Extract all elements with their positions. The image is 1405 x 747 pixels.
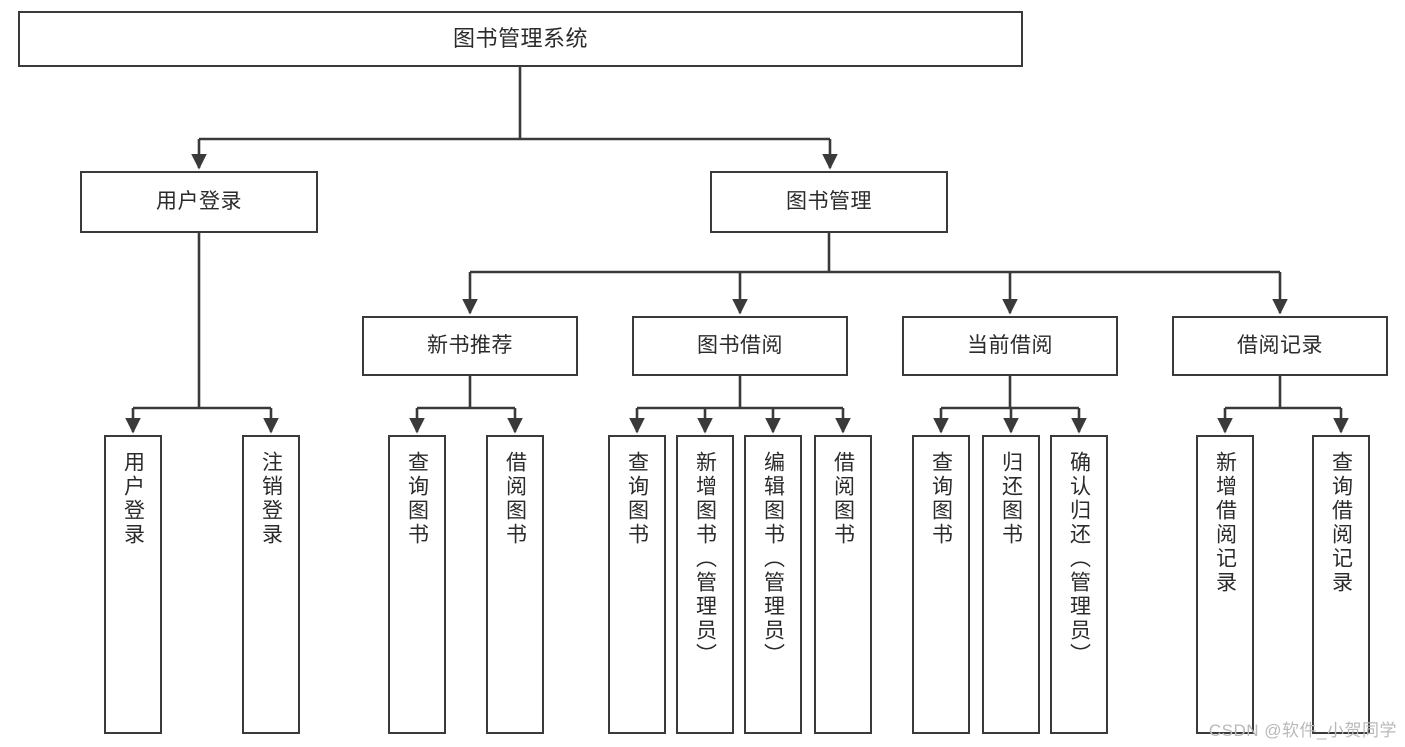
node-leaf-query-record-label: 查询借阅记录: [1329, 451, 1353, 595]
node-leaf-add-book-label: 新增图书（管理员）: [693, 451, 717, 667]
node-leaf-confirm-return[interactable]: 确认归还（管理员）: [1050, 435, 1108, 734]
node-new-book-recommend[interactable]: 新书推荐: [362, 316, 578, 376]
node-user-login[interactable]: 用户登录: [80, 171, 318, 233]
node-leaf-edit-book[interactable]: 编辑图书（管理员）: [744, 435, 802, 734]
node-leaf-add-record-label: 新增借阅记录: [1213, 451, 1237, 595]
node-leaf-user-logout-label: 注销登录: [259, 451, 283, 547]
node-book-borrow[interactable]: 图书借阅: [632, 316, 848, 376]
node-leaf-borrow-book-1[interactable]: 借阅图书: [486, 435, 544, 734]
node-leaf-user-logout[interactable]: 注销登录: [242, 435, 300, 734]
node-borrow-record-label: 借阅记录: [1237, 334, 1323, 358]
node-leaf-query-book-1-label: 查询图书: [405, 451, 429, 547]
node-leaf-query-book-3-label: 查询图书: [929, 451, 953, 547]
node-leaf-user-login-label: 用户登录: [121, 451, 145, 547]
node-leaf-return-book[interactable]: 归还图书: [982, 435, 1040, 734]
node-leaf-borrow-book-1-label: 借阅图书: [503, 451, 527, 547]
node-book-management[interactable]: 图书管理: [710, 171, 948, 233]
csdn-watermark: CSDN @软件_小贺同学: [1208, 721, 1397, 740]
node-leaf-user-login[interactable]: 用户登录: [104, 435, 162, 734]
node-book-management-label: 图书管理: [786, 190, 872, 214]
node-borrow-record[interactable]: 借阅记录: [1172, 316, 1388, 376]
node-leaf-query-book-2[interactable]: 查询图书: [608, 435, 666, 734]
node-root[interactable]: 图书管理系统: [18, 11, 1023, 67]
node-leaf-borrow-book-2-label: 借阅图书: [831, 451, 855, 547]
node-leaf-add-book[interactable]: 新增图书（管理员）: [676, 435, 734, 734]
node-leaf-query-record[interactable]: 查询借阅记录: [1312, 435, 1370, 734]
node-leaf-query-book-1[interactable]: 查询图书: [388, 435, 446, 734]
node-leaf-return-book-label: 归还图书: [999, 451, 1023, 547]
node-new-book-recommend-label: 新书推荐: [427, 334, 513, 358]
node-leaf-query-book-3[interactable]: 查询图书: [912, 435, 970, 734]
node-leaf-confirm-return-label: 确认归还（管理员）: [1067, 451, 1091, 667]
node-leaf-add-record[interactable]: 新增借阅记录: [1196, 435, 1254, 734]
node-current-borrow-label: 当前借阅: [967, 334, 1053, 358]
node-root-label: 图书管理系统: [452, 25, 588, 51]
node-user-login-label: 用户登录: [156, 190, 242, 214]
node-leaf-edit-book-label: 编辑图书（管理员）: [761, 451, 785, 667]
node-leaf-query-book-2-label: 查询图书: [625, 451, 649, 547]
node-leaf-borrow-book-2[interactable]: 借阅图书: [814, 435, 872, 734]
node-current-borrow[interactable]: 当前借阅: [902, 316, 1118, 376]
node-book-borrow-label: 图书借阅: [697, 334, 783, 358]
